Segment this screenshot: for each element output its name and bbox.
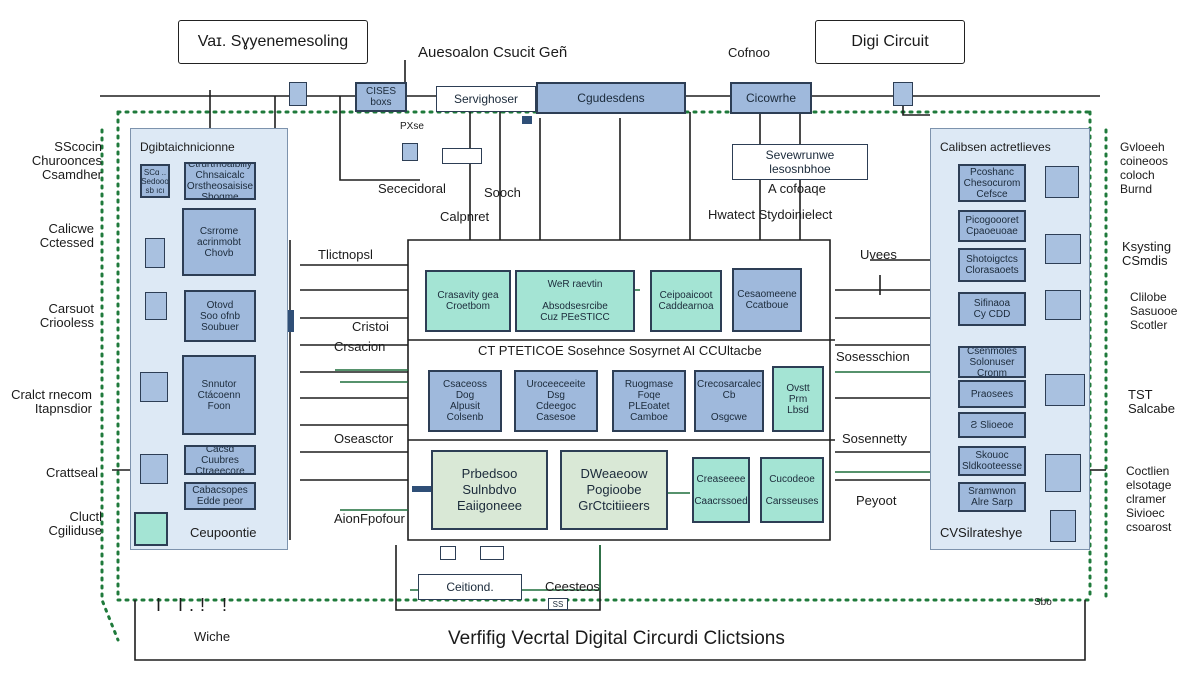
pxse-chip [402,143,418,161]
right-chip-f [1050,510,1076,542]
right-box-8: Skouoc Sldkooteesse [958,446,1026,476]
left-box-teal [134,512,168,546]
bottom-center-chip: SS [548,598,568,610]
pxse-label: PXse [400,121,424,132]
left-label-crattseal: Crattseal [45,465,98,480]
cofino-label: Cofnoo [728,45,770,60]
right-label-coctlien: Coctlien elsotage clramer Sivioec csoaro… [1126,464,1172,534]
bottom-center-note: Ceesteos [545,579,600,594]
bottom-center-switch [440,546,456,560]
center-title: Auesoalon Csucit Geñ [418,44,568,61]
top-right-chip [893,82,913,106]
top-left-title: Vaɪ. Sɣyenemesoling [197,33,349,50]
left-label-cluctl: Cluctl Cgiliduse [48,509,102,538]
center-row2-box-4: Crecosarcalec Cb Osgcwe [694,370,764,432]
center-row2-box-3: Ruogmase Foqe PLEoatet Camboe [612,370,686,432]
center-label-cristoi: Cristoi [352,319,389,334]
center-band-title: CT PTETICOE Sosehnce Sosyrnet AI CCUltac… [478,343,762,358]
center-row3-box-3: Creaseeee Caacrssoed [692,457,750,523]
servighoser-block: Servighoser [436,86,536,112]
center-label-crsacion: Crsacion [334,339,386,354]
center-row2-box-1: Csaceoss Dog Alpusit Colsenb [428,370,502,432]
right-label-ksystng: Ksysting CSmdis [1122,239,1172,268]
left-box-5: Snnutor Ctácoenn Foon [182,355,256,435]
right-box-9: Sramwnon Alre Sarp [958,482,1026,512]
top-left-chip [289,82,307,106]
center-label-soesschion: Sosesschion [836,349,910,364]
right-label-tsalcbe: TST Salcabe [1128,387,1175,416]
center-row3-box-1: Prbedsoo Sulnbdvo Eaiigoneee [431,450,548,530]
right-chip-d [1045,374,1085,406]
left-box-7: Cabacsopes Edde peor [184,482,256,510]
center-row1-box-3: Ceipoaicoot Caddearnoa [650,270,722,332]
right-label-gvloeeh: Gvloeeh coineoos coloch Burnd [1120,140,1169,196]
left-chip-d [140,454,168,484]
center-label-oseasctor: Oseasctor [334,431,394,446]
right-panel-footer: CVSilrateshye [940,525,1023,540]
right-box-1: Pcoshanc Chesocurom Cefsce [958,164,1026,202]
right-panel-title: Calibsen actretlieves [940,140,1051,154]
top-right-title-box: Digi Circuit [815,20,965,64]
cises-block: CISES boxs [355,82,407,112]
left-label-carsuot: Carsuot Criooless [39,301,94,330]
footer-wiche: Wiche [194,629,231,644]
center-label-sosennetty: Sosennetty [842,431,908,446]
center-label-tictnopsl: Tlictnopsl [318,247,373,262]
cgudesdens-block: Cgudesdens [536,82,686,114]
cicowrhe-block: Cicowrhe [730,82,812,114]
center-row1-box-2: WeR raevtin Absodsesrcibe Cuz PEeSTICC [515,270,635,332]
hwatest-label: Hwatect Stydoinielect [708,207,833,222]
top-left-title-box: Vaɪ. Sɣyenemesoling [178,20,368,64]
left-chip-a [145,238,165,268]
sevewrunwe-block: Sevewrunwe lesosnbhoe [732,144,868,180]
right-box-3: Shotoigctcs Clorasaoets [958,248,1026,282]
right-box-2: Picogoooret Cpaoeuoae [958,210,1026,242]
center-label-uvees: Uvees [860,247,897,262]
right-box-4: Sifinaoa Cy CDD [958,292,1026,326]
left-box-2: Ctrurtmoaibilly Chnsaicalc Orstheosaisis… [184,162,256,200]
right-label-clilobe: Clilobe Sasuooe Scotler [1130,290,1178,332]
calpnret-label: Calpnret [440,209,490,224]
right-chip-a [1045,166,1079,198]
left-chip-b [145,292,167,320]
center-row1-box-1: Crasavity gea Croetbom [425,270,511,332]
sececidoral-label: Sececidoral [378,181,446,196]
left-box-1: SCɑ .. Sedooo sb ıcı [140,164,170,198]
small-markers [288,116,532,492]
right-box-6: Praosees [958,380,1026,408]
switch-chip [442,148,482,164]
left-box-6: Cacsd Cuubres Ctraeecore [184,445,256,475]
left-label-scocin: SScocin Churoonces Csamdher [31,139,102,182]
right-box-5: Csenmoles Solonuser Cronm [958,346,1026,378]
left-box-3: Csrrome acrinmobt Chovb [182,208,256,276]
left-label-cralct: Cralct rnecom Itapnsdior [11,387,92,416]
sooch-label: Sooch [484,185,521,200]
left-panel-title: Dgibtaichnicionne [140,140,235,154]
footer-tick-mark: I I.! ! [156,595,234,615]
center-row1-box-4: Cesaomeene Ccatboue [732,268,802,332]
dotted-border [100,110,1108,642]
left-panel-footer: Ceupoontie [190,525,257,540]
footer-title: Verfifig Vecrtal Digital Circurdi Clicts… [448,628,785,649]
center-row3-box-2: DWeaeoow Pogioobe GrCtcitiieers [560,450,668,530]
center-row2-box-5: Ovstt Prm Lbsd [772,366,824,432]
right-chip-b [1045,234,1081,264]
top-right-title: Digi Circuit [851,33,929,50]
center-row3-box-4: Cucodeoe Carsseuses [760,457,824,523]
right-chip-c [1045,290,1081,320]
right-box-7: Ƨ Slioeoe [958,412,1026,438]
bottom-center-switch-2 [480,546,504,560]
left-chip-c [140,372,168,402]
center-row2-box-2: Uroceeceeite Dsg Cdeegoc Casesoe [514,370,598,432]
left-box-4: Otovd Soo ofnb Soubuer [184,290,256,342]
bottom-center-box: Ceitiond. [418,574,522,600]
center-label-aionfpofour: AionFpofour [334,511,405,526]
cofoaqe-label: A cofoaqe [768,181,826,196]
center-label-peyoot: Peyoot [856,493,897,508]
footer-sbo: Sbo [1034,597,1052,608]
left-label-calicwe: Calicwe Cctessed [39,221,94,250]
right-chip-e [1045,454,1081,492]
